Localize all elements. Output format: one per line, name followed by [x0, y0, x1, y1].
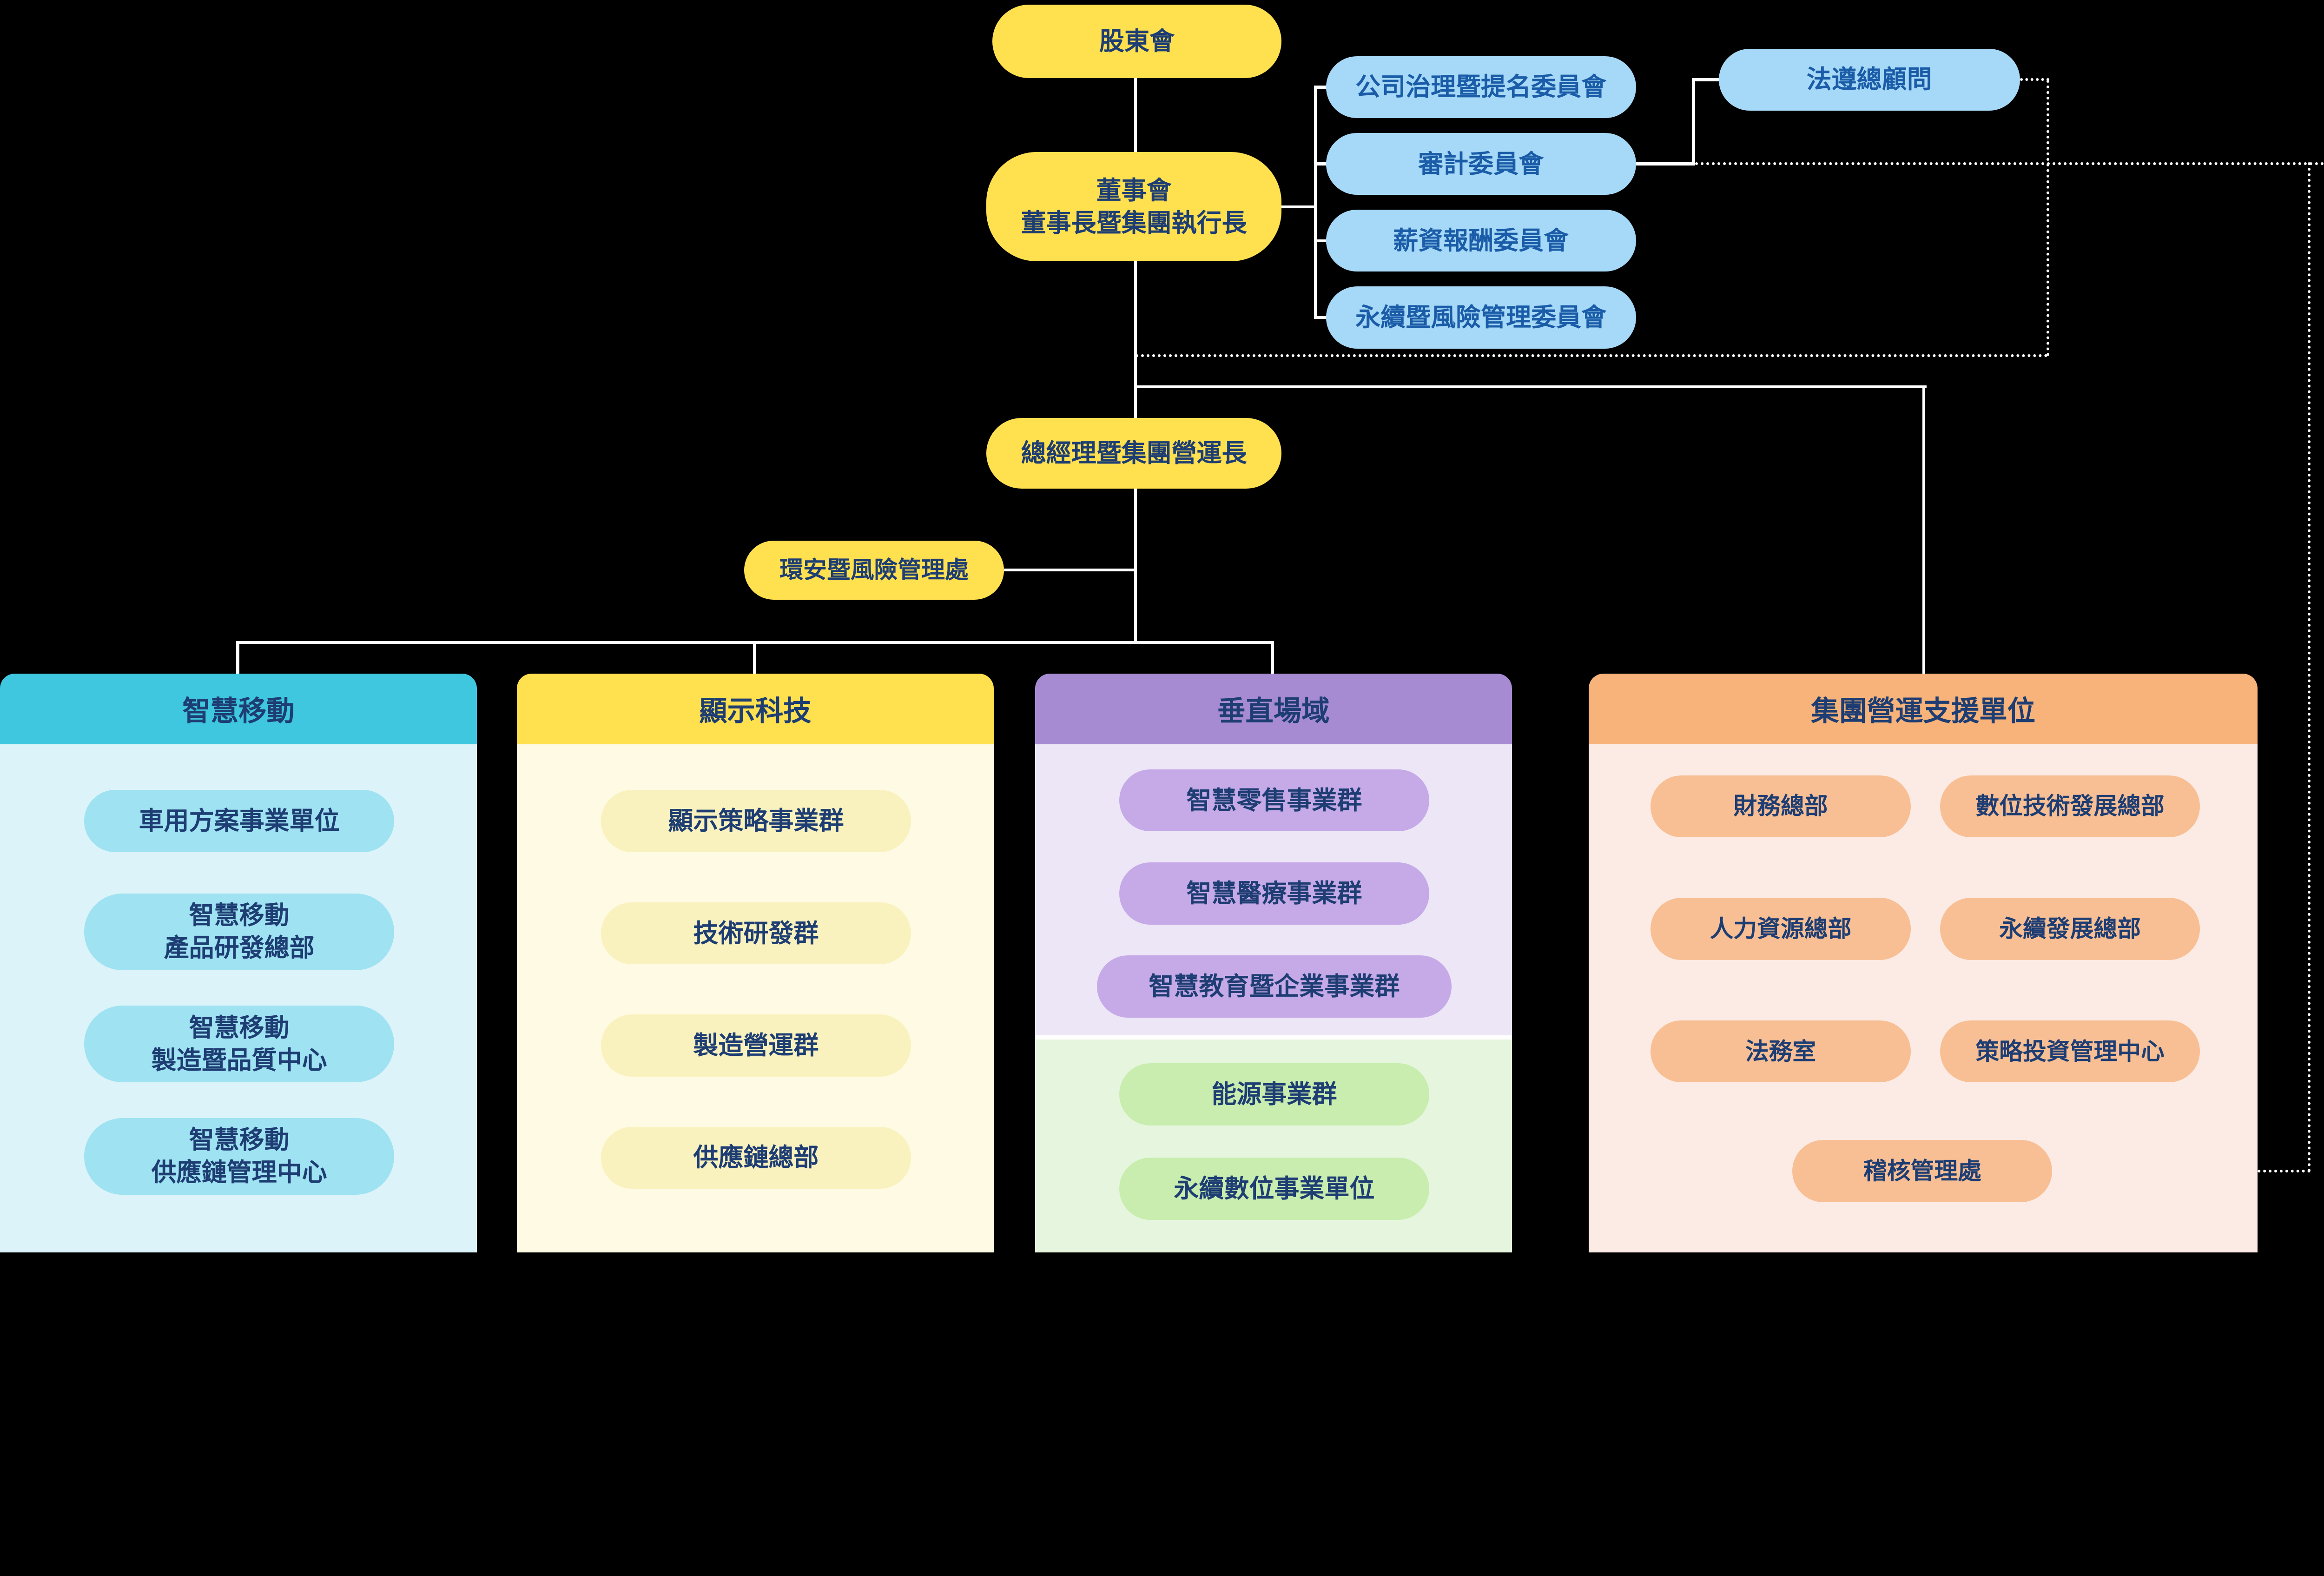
- org-node: 稽核管理處: [1792, 1140, 2053, 1202]
- division-header: 顯示科技: [516, 673, 994, 744]
- node-committee-compensation: 薪資報酬委員會: [1326, 210, 1636, 272]
- org-node: 技術研發群: [601, 902, 911, 965]
- org-node: 智慧教育暨企業事業群: [1097, 955, 1452, 1018]
- node-ehs-risk-office: 環安暨風險管理處: [744, 540, 1004, 600]
- org-node: 顯示策略事業群: [601, 790, 911, 852]
- org-node: 財務總部: [1651, 775, 1911, 838]
- org-node: 數位技術發展總部: [1940, 775, 2200, 838]
- dotted-board-loop-h: [1135, 354, 2048, 358]
- connector-ehs: [1004, 568, 1137, 572]
- connector-support-drop: [1922, 385, 1926, 674]
- org-node: 智慧移動 製造暨品質中心: [84, 1006, 395, 1083]
- node-chief-compliance-counsel: 法遵總顧問: [1718, 48, 2020, 111]
- division-header: 垂直場域: [1035, 673, 1512, 744]
- connector-committee-stub-4: [1317, 316, 1332, 319]
- org-node: 永續數位事業單位: [1119, 1158, 1429, 1220]
- connector-shareholders-board: [1134, 78, 1137, 155]
- connector-trunk-support-h: [1134, 385, 1927, 389]
- org-node: 人力資源總部: [1651, 898, 1911, 960]
- division-card-smart-mobility: 智慧移動 車用方案事業單位 智慧移動 產品研發總部 智慧移動 製造暨品質中心 智…: [0, 673, 477, 1252]
- connector-stub-division-2: [753, 641, 756, 674]
- node-board: 董事會 董事長暨集團執行長: [986, 152, 1282, 262]
- org-node: 製造營運群: [601, 1014, 911, 1077]
- dotted-compliance-stub: [2020, 78, 2050, 81]
- org-node: 智慧移動 供應鏈管理中心: [84, 1118, 395, 1195]
- division-card-vertical-domains: 垂直場域 智慧零售事業群 智慧醫療事業群 智慧教育暨企業事業群 能源事業群 永續…: [1035, 673, 1512, 1252]
- org-node: 智慧零售事業群: [1119, 769, 1429, 832]
- section-divider: [1035, 1035, 1512, 1040]
- connector-committee-stub-1: [1317, 86, 1332, 89]
- division-card-group-support: 集團營運支援單位 財務總部 人力資源總部 法務室 數位技術發展總部 永續發展總部…: [1589, 673, 2258, 1252]
- division-card-display-tech: 顯示科技 顯示策略事業群 技術研發群 製造營運群 供應鏈總部: [516, 673, 994, 1252]
- connector-committee-stub-3: [1317, 239, 1332, 242]
- node-shareholders: 股東會: [992, 4, 1282, 79]
- connector-audit-compliance-h: [1636, 162, 1695, 166]
- dotted-compliance-v: [2046, 79, 2049, 356]
- dotted-audit-right-h: [1695, 162, 2324, 166]
- org-node: 永續發展總部: [1940, 898, 2200, 960]
- node-committee-sustainability-risk: 永續暨風險管理委員會: [1326, 286, 1636, 349]
- org-node: 供應鏈總部: [601, 1126, 911, 1189]
- org-node: 智慧移動 產品研發總部: [84, 893, 395, 971]
- dotted-right-edge-v: [2308, 162, 2311, 1173]
- connector-committee-stub-2: [1317, 162, 1332, 166]
- org-node: 法務室: [1651, 1020, 1911, 1083]
- org-node: 智慧醫療事業群: [1119, 862, 1429, 925]
- org-node: 車用方案事業單位: [84, 790, 395, 852]
- connector-stub-division-3: [1271, 641, 1274, 674]
- org-node: 能源事業群: [1119, 1063, 1429, 1126]
- node-committee-governance: 公司治理暨提名委員會: [1326, 56, 1636, 119]
- node-committee-audit: 審計委員會: [1326, 132, 1636, 195]
- division-header: 集團營運支援單位: [1589, 673, 2258, 744]
- division-header: 智慧移動: [0, 673, 477, 744]
- connector-committee-bracket: [1314, 86, 1317, 319]
- node-president-coo: 總經理暨集團營運長: [986, 417, 1282, 489]
- connector-board-committees: [1281, 205, 1317, 208]
- org-node: 策略投資管理中心: [1940, 1020, 2200, 1083]
- org-chart: 股東會 董事會 董事長暨集團執行長 公司治理暨提名委員會 審計委員會 薪資報酬委…: [0, 4, 2324, 1252]
- connector-stub-division-1: [236, 641, 239, 674]
- connector-compliance-stub: [1692, 78, 1719, 81]
- connector-audit-compliance-v: [1692, 78, 1695, 166]
